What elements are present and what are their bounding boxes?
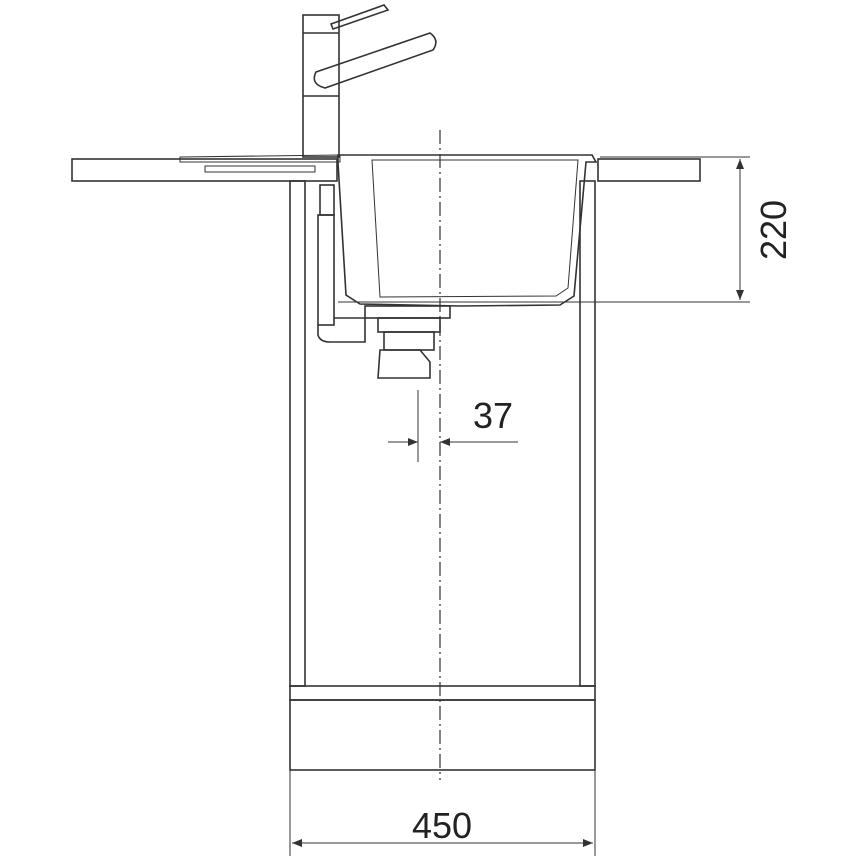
dimension-bowl-depth-label: 220 [753,200,794,260]
faucet [302,4,437,158]
drain-assembly [317,184,451,379]
cabinet [289,180,596,771]
dimension-drain-offset-label: 37 [473,395,513,436]
sink-bowl [337,154,750,307]
dimension-cabinet-width [289,770,596,856]
countertop [71,154,701,182]
dimension-drain-offset [388,390,518,462]
dimension-cabinet-width-label: 450 [412,805,472,846]
dimension-bowl-depth [600,156,750,300]
